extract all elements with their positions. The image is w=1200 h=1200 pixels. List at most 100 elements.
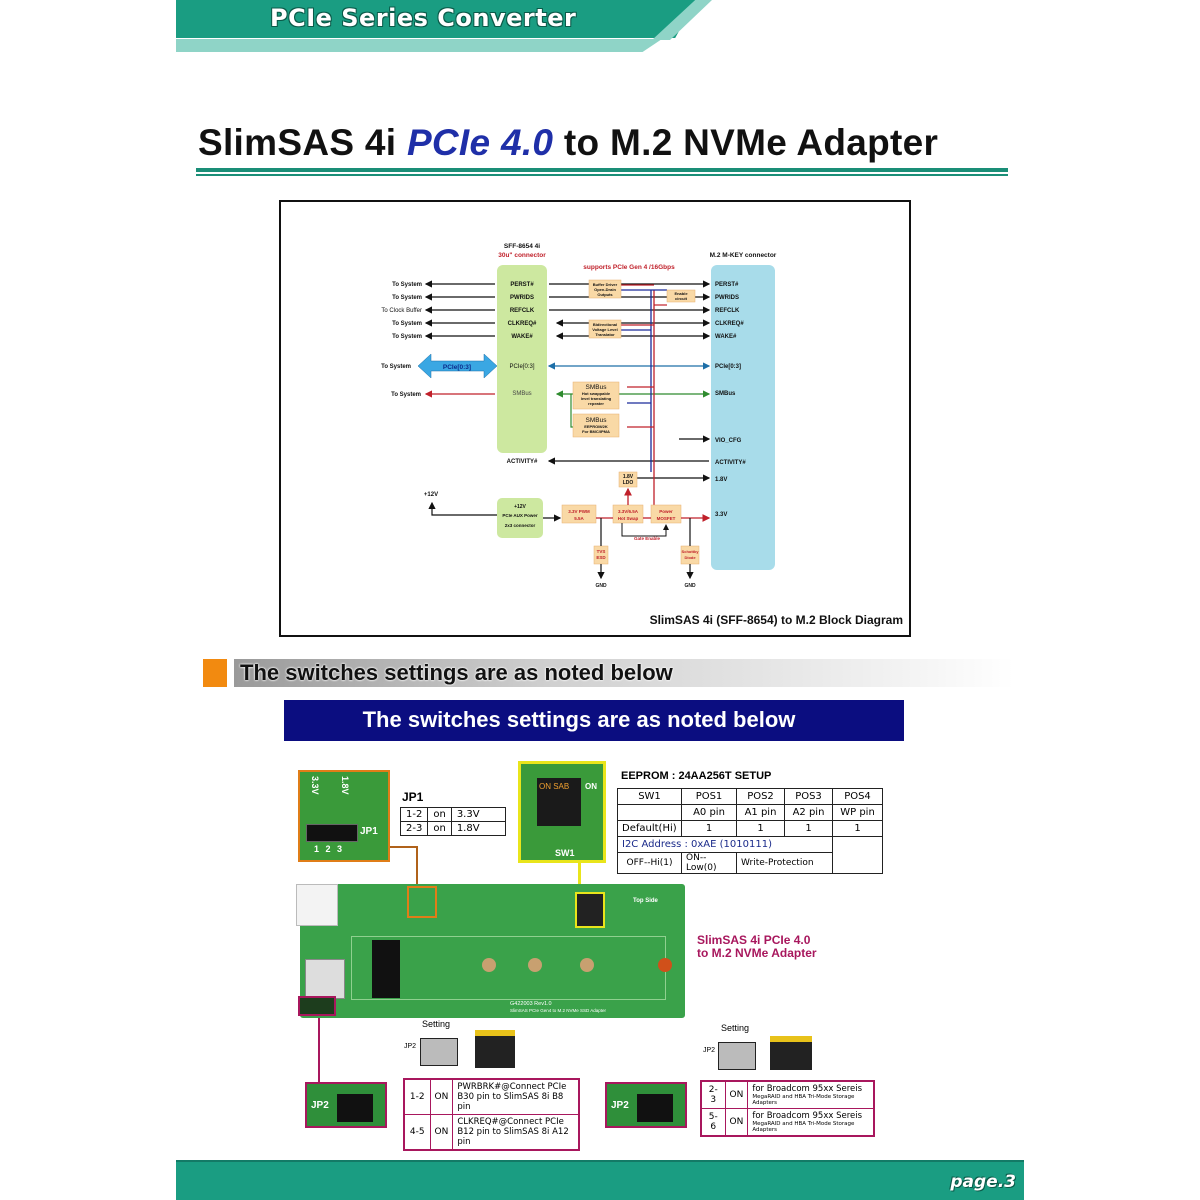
cell-line: B12 pin to SlimSAS 8i A12 pin: [457, 1127, 569, 1147]
jp2-photo-label: JP2: [311, 1100, 329, 1111]
right-signal: PWRIDS: [715, 295, 739, 301]
cell: 4-5: [403, 1114, 431, 1151]
left-signal: PWRIDS: [510, 295, 534, 301]
block-text: +12V: [514, 504, 526, 510]
block-text: LDO: [623, 480, 634, 486]
smbus-repeater-block: [572, 381, 620, 410]
sw1-photo-label: SW1: [555, 848, 575, 858]
left-signal: REFCLK: [510, 308, 535, 314]
block-text: 3.3V PWM: [568, 509, 590, 514]
block-text: TVS: [597, 549, 606, 554]
block-text: ESD: [596, 555, 606, 560]
jp1-callout-line: [416, 846, 418, 888]
right-signal: CLKREQ#: [715, 321, 744, 327]
cell: POS3: [784, 788, 833, 805]
right-signal: VIO_CFG: [715, 438, 742, 444]
buffer-driver-block: [588, 279, 622, 299]
cell: 1: [681, 820, 737, 837]
block-text: Hot swappable: [582, 391, 611, 396]
block-text: circuit: [675, 296, 688, 301]
right-signal: WAKE#: [715, 334, 737, 340]
jp2-header-icon: [637, 1094, 673, 1122]
board-rev: G422003 Rev1.0: [510, 1001, 552, 1007]
block-text: Open-Drain: [594, 287, 616, 292]
jp1-header-icon: [306, 824, 358, 842]
jp2-diagram-label: JP2: [703, 1047, 716, 1054]
right-signal: 1.8V: [715, 477, 727, 483]
cell: 1: [736, 820, 785, 837]
block-text: 1.8V: [623, 474, 634, 480]
block-text: level translating: [581, 396, 612, 401]
board-label-line: to M.2 NVMe Adapter: [697, 946, 817, 960]
system-label: To System: [392, 282, 422, 288]
mount-hole-standoff: [658, 958, 672, 972]
cell: OFF--Hi(1): [617, 852, 682, 874]
left-signal: WAKE#: [511, 334, 533, 340]
aux-power-connector: [497, 498, 543, 538]
system-label: To System: [392, 295, 422, 301]
eeprom-title: EEPROM : 24AA256T SETUP: [621, 770, 772, 782]
system-label: To Clock Buffer: [381, 308, 422, 314]
i2c-address: I2C Address : 0xAE (1010111): [617, 836, 833, 853]
sw1-photo: ON SAB ON SW1: [518, 761, 606, 863]
cell: 3.3V: [450, 807, 506, 822]
sw1-highlight: [575, 892, 605, 928]
block-text: Schottky: [682, 549, 700, 554]
smbus-eeprom-block: [572, 413, 620, 438]
system-label: To System: [392, 334, 422, 340]
cell: 1.8V: [450, 821, 506, 836]
cell-line: CLKREQ#@Connect PCIe: [457, 1117, 564, 1127]
right-signal: PCIe[0:3]: [715, 364, 741, 370]
sff8654-connector: [497, 265, 547, 453]
plus12v-label: +12V: [424, 492, 438, 498]
enable-circuit-block: [666, 289, 696, 303]
jp1-photo-33v: 3.3V: [310, 776, 320, 795]
jp1-photo-18v: 1.8V: [340, 776, 350, 795]
cell: Default(Hi): [617, 820, 682, 837]
m2-socket: [372, 940, 400, 998]
header-band: [176, 0, 696, 38]
cell: [832, 852, 883, 874]
cell: on: [427, 807, 452, 822]
block-text: Hot Swap: [618, 516, 639, 521]
cell: POS1: [681, 788, 737, 805]
settings-banner: The switches settings are as noted below: [284, 700, 904, 741]
m2-connector: [711, 265, 775, 570]
left-connector-subtitle: 30u" connector: [498, 252, 546, 259]
cell-line: B30 pin to SlimSAS 8i B8 pin: [457, 1092, 564, 1112]
slimsas-port: [305, 959, 345, 999]
sw1-callout-line: [578, 863, 581, 891]
block-text: 2x3 connector: [505, 523, 536, 528]
aux-power-connector-photo: [296, 884, 338, 926]
mount-hole: [528, 958, 542, 972]
cell: POS2: [736, 788, 785, 805]
system-label: To System: [391, 392, 421, 398]
table-row: OFF--Hi(1) ON--Low(0) Write-Protection: [617, 852, 883, 874]
diagram-caption: SlimSAS 4i (SFF-8654) to M.2 Block Diagr…: [649, 613, 903, 627]
cell-line: MegaRAID and HBA Tri-Mode Storage Adapte…: [752, 1094, 855, 1106]
jp1-highlight: [407, 886, 437, 918]
jp1-title: JP1: [402, 790, 424, 804]
board-silkscreen: SlimSAS PCIe Gen4 to M.2 NVMe SSD Adapte…: [510, 1008, 607, 1013]
mosfet-block: [650, 504, 682, 524]
jp2-highlight: [298, 996, 336, 1016]
jp1-photo-pins: 1 2 3: [314, 844, 343, 854]
block-text: Power: [659, 509, 673, 514]
dip-on-label: ON: [585, 782, 597, 791]
gnd-label: GND: [684, 583, 696, 589]
right-connector-title: M.2 M-KEY connector: [710, 252, 777, 259]
cell: ON--Low(0): [681, 852, 737, 874]
cell: A2 pin: [784, 804, 833, 821]
table-row: Default(Hi) 1 1 1 1: [617, 820, 883, 837]
jumper-cap-icon: [770, 1036, 812, 1070]
left-signal: SMBus: [512, 391, 531, 397]
block-text: 5.5A: [574, 516, 584, 521]
